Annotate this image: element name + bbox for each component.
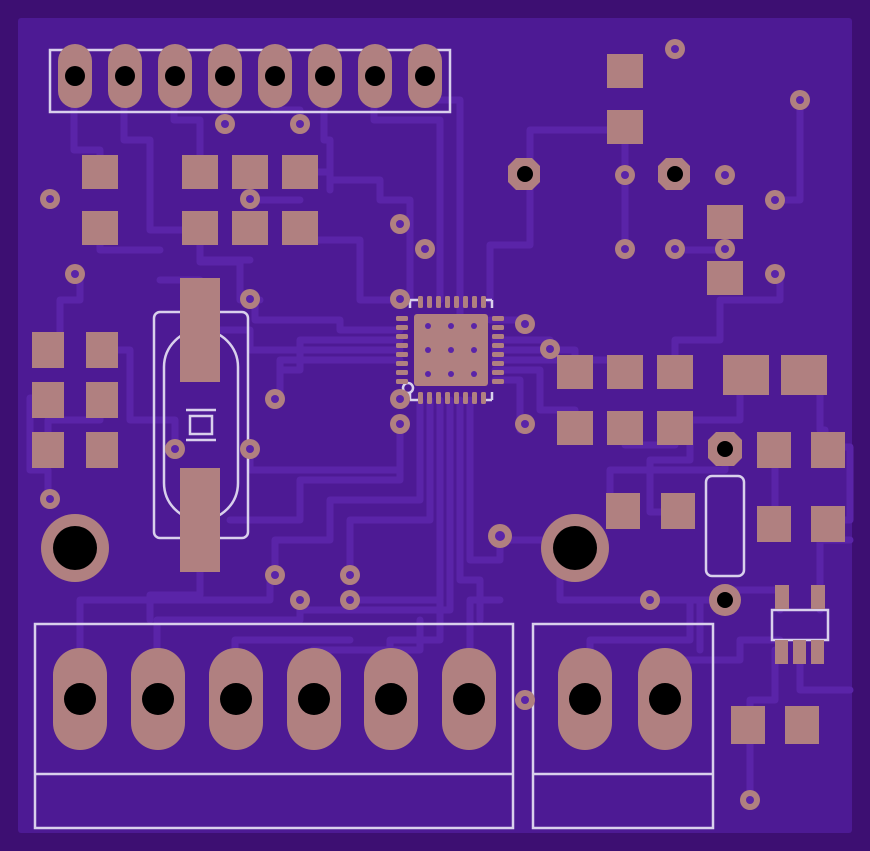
smd-pad[interactable] xyxy=(557,355,593,389)
smd-pad[interactable] xyxy=(232,211,268,245)
smd-pad[interactable] xyxy=(607,355,643,389)
drill-hole xyxy=(315,66,335,86)
drill-hole xyxy=(667,166,683,182)
drill-hole xyxy=(717,441,733,457)
crystal-pad[interactable] xyxy=(180,468,220,572)
terminal-hole xyxy=(64,683,96,715)
drill-hole xyxy=(165,66,185,86)
vias-layer xyxy=(40,39,810,810)
regulator-pad[interactable] xyxy=(811,640,824,664)
smd-pad[interactable] xyxy=(785,706,819,744)
smd-pad[interactable] xyxy=(657,355,693,389)
smd-pad[interactable] xyxy=(757,432,791,468)
drill-holes-layer xyxy=(53,66,733,715)
smd-pad[interactable] xyxy=(757,506,791,542)
smd-pad[interactable] xyxy=(282,155,318,189)
smd-pad[interactable] xyxy=(86,332,118,368)
pads-layer xyxy=(32,44,845,750)
header-silk-outline xyxy=(48,48,452,114)
crystal-pad[interactable] xyxy=(180,278,220,382)
terminal-hole xyxy=(375,683,407,715)
smd-pad[interactable] xyxy=(182,211,218,245)
smd-pad[interactable] xyxy=(707,261,743,295)
smd-pad[interactable] xyxy=(86,432,118,468)
drill-hole xyxy=(365,66,385,86)
smd-pad[interactable] xyxy=(781,355,827,395)
mounting-hole xyxy=(553,526,597,570)
mcu-thermal-vias xyxy=(425,323,477,377)
regulator-pad[interactable] xyxy=(775,640,788,664)
smd-pad[interactable] xyxy=(557,411,593,445)
terminal-block-6-silk xyxy=(33,622,515,830)
regulator-pad[interactable] xyxy=(811,585,825,609)
smd-pad[interactable] xyxy=(723,355,769,395)
smd-pad[interactable] xyxy=(811,506,845,542)
mcu-silk-corners xyxy=(408,298,494,402)
drill-hole xyxy=(265,66,285,86)
terminal-hole xyxy=(220,683,252,715)
drill-hole xyxy=(517,166,533,182)
smd-pad[interactable] xyxy=(657,411,693,445)
terminal-hole xyxy=(142,683,174,715)
mcu-pins-bottom xyxy=(418,392,486,404)
smd-pad[interactable] xyxy=(811,432,845,468)
smd-pad[interactable] xyxy=(707,205,743,239)
mcu-pins-left xyxy=(396,316,408,384)
regulator-pad[interactable] xyxy=(793,640,806,664)
drill-hole xyxy=(415,66,435,86)
copper-pour xyxy=(18,18,852,833)
smd-pad[interactable] xyxy=(282,211,318,245)
smd-pad[interactable] xyxy=(607,110,643,144)
smd-pad[interactable] xyxy=(607,54,643,88)
terminal-block-2-silk xyxy=(531,622,715,830)
terminal-hole xyxy=(298,683,330,715)
smd-pad[interactable] xyxy=(82,155,118,189)
regulator-pad[interactable] xyxy=(775,585,789,609)
crystal-symbol-body xyxy=(188,414,214,436)
smd-pad[interactable] xyxy=(731,706,765,744)
terminal-hole xyxy=(649,683,681,715)
terminal-hole xyxy=(453,683,485,715)
smd-pad[interactable] xyxy=(32,332,64,368)
smd-pad[interactable] xyxy=(182,155,218,189)
drill-hole xyxy=(717,592,733,608)
drill-hole xyxy=(115,66,135,86)
smd-pad[interactable] xyxy=(32,382,64,418)
resistor-silk-body xyxy=(704,474,746,578)
smd-pad[interactable] xyxy=(232,155,268,189)
drill-hole xyxy=(65,66,85,86)
smd-pad[interactable] xyxy=(82,211,118,245)
smd-pad[interactable] xyxy=(32,432,64,468)
drill-hole xyxy=(215,66,235,86)
smd-pad[interactable] xyxy=(661,493,695,529)
terminal-hole xyxy=(569,683,601,715)
mcu-pins-right xyxy=(492,316,504,384)
smd-pad[interactable] xyxy=(86,382,118,418)
smd-pad[interactable] xyxy=(606,493,640,529)
smd-pad[interactable] xyxy=(607,411,643,445)
mcu-pins-top xyxy=(418,296,486,308)
mounting-hole xyxy=(53,526,97,570)
